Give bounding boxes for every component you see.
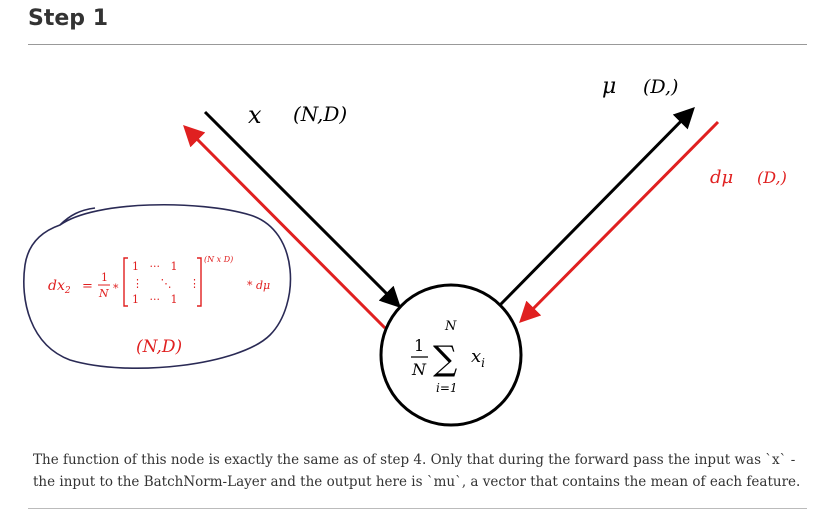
matrix-row-1: 1 ··· 1 [132,260,177,273]
mean-node [379,283,523,427]
dx-lhs-subscript: 2 [64,286,71,296]
forward-input-arrow [203,110,401,308]
node-term-main: x [471,346,481,367]
matrix-right-bracket [197,257,202,307]
dx-upstream-factor: * dμ [247,279,270,292]
formula-ellipse [23,204,292,369]
node-sum-symbol: ∑ [433,339,457,379]
node-fraction-numerator: 1 [414,336,424,355]
node-term: xi [471,346,485,370]
dx-lhs-main: dx [48,278,65,294]
output-shape-label: (D,) [643,76,678,98]
bottom-divider [28,508,807,509]
dx-lhs: dx2 [48,278,71,296]
dx-equals: = [82,279,93,294]
node-sum-lower-limit: i=1 [436,381,458,395]
input-symbol-label: x [248,101,262,129]
dx-times: * [113,282,119,295]
matrix-row-2: ⋮ ⋱ ⋮ [132,277,200,290]
upstream-gradient-symbol: dμ [710,167,733,188]
node-term-subscript: i [481,356,485,370]
backward-input-arrow [519,120,720,323]
upstream-gradient-shape: (D,) [757,168,787,187]
input-shape-label: (N,D) [293,102,347,126]
node-fraction-denominator: N [411,360,427,379]
step-heading: Step 1 [28,6,108,31]
dx-fraction-denominator: N [98,287,109,300]
backward-output-arrow [183,125,387,330]
matrix-dimensions: (N x D) [204,255,233,264]
dx-fraction-numerator: 1 [101,271,108,284]
matrix-row-3: 1 ··· 1 [132,293,177,306]
forward-output-arrow [498,107,695,307]
node-sum-upper-limit: N [444,319,457,334]
output-symbol-label: μ [602,74,616,99]
top-divider [28,44,807,45]
matrix-left-bracket [123,257,128,307]
dx-shape-label: (N,D) [136,337,182,357]
step-description: The function of this node is exactly the… [33,452,801,490]
